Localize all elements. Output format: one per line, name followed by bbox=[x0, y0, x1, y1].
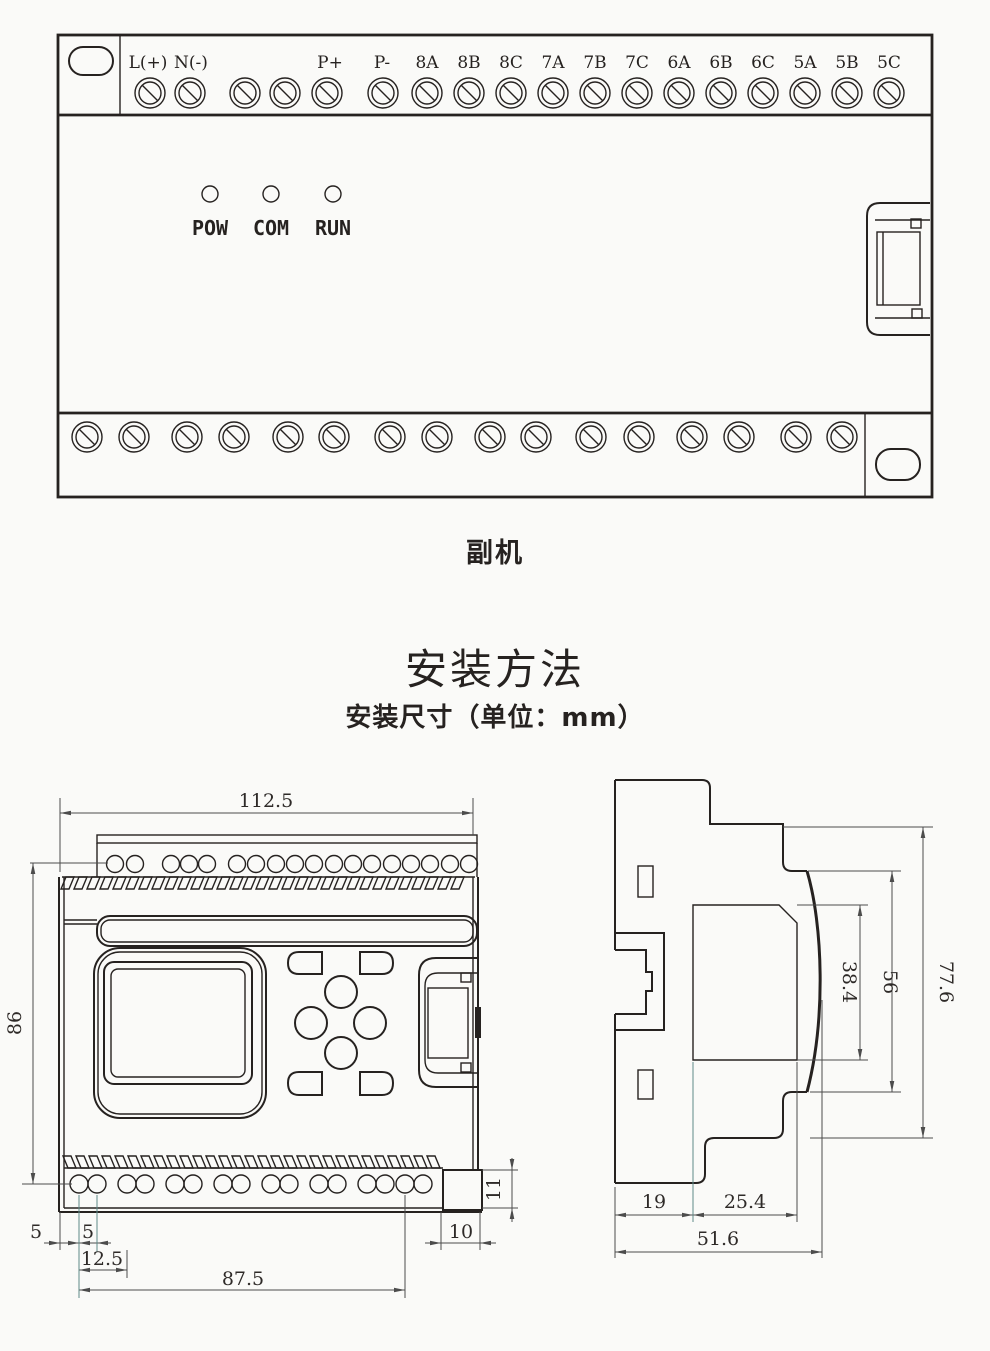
terminal-label: P- bbox=[374, 53, 390, 73]
com-led-icon bbox=[262, 185, 280, 203]
top-terminal-labels: L(+) N(-) P+ P- 8A 8B 8C 7A 7B 7C 6A 6B 6C 5A 5B 5C bbox=[129, 53, 901, 73]
dim-front-width: 112.5 bbox=[239, 790, 293, 812]
dim-side-body-depth: 25.4 bbox=[724, 1191, 766, 1213]
terminal-label: 5C bbox=[877, 53, 901, 73]
front-view bbox=[58, 834, 483, 1213]
dimension-texts: 112.5 86 5 5 12.5 87.5 10 11 19 25.4 51.… bbox=[4, 790, 957, 1290]
mounting-hole-bottom-right bbox=[875, 448, 921, 481]
terminal-label: 6B bbox=[709, 53, 732, 73]
top-terminal-screws bbox=[134, 77, 905, 109]
din-clip-housing bbox=[615, 932, 665, 1031]
device-caption: 副机 bbox=[466, 538, 524, 569]
dimension-lines bbox=[22, 798, 933, 1298]
led-label: RUN bbox=[315, 216, 351, 240]
terminal-label: P+ bbox=[317, 53, 343, 73]
terminal-label: L(+) bbox=[129, 53, 168, 73]
connector-latch bbox=[475, 1007, 481, 1038]
side-profile-top bbox=[615, 779, 807, 872]
section-subtitle: 安装尺寸（单位：mm） bbox=[345, 703, 645, 733]
front-top-terminal-holes bbox=[105, 854, 479, 874]
key-bottom-left bbox=[286, 1071, 323, 1096]
status-leds: POW COM RUN bbox=[192, 185, 351, 240]
top-panel-view: L(+) N(-) P+ P- 8A 8B 8C 7A 7B 7C 6A 6B 6C 5A 5B 5C POW… bbox=[56, 33, 934, 499]
terminal-label: 8A bbox=[415, 53, 439, 73]
expansion-port bbox=[866, 202, 930, 336]
front-top-vent-serration bbox=[59, 876, 475, 890]
dim-side-mid-height: 56 bbox=[879, 970, 901, 994]
side-profile-bottom bbox=[615, 1091, 807, 1184]
dim-side-total-depth: 51.6 bbox=[697, 1228, 739, 1250]
dim-front-foot-width: 10 bbox=[449, 1221, 473, 1243]
terminal-label: 7B bbox=[583, 53, 606, 73]
terminal-label: 5A bbox=[793, 53, 817, 73]
side-detail-lower bbox=[637, 1069, 654, 1100]
terminal-label: 7C bbox=[625, 53, 649, 73]
mounting-hole-top-left bbox=[68, 46, 114, 76]
side-front-face-curve bbox=[805, 870, 822, 1093]
side-view bbox=[614, 779, 822, 1184]
front-top-flange bbox=[96, 834, 478, 844]
terminal-label: 8B bbox=[457, 53, 480, 73]
lcd-window bbox=[103, 961, 253, 1085]
front-bottom-vent-serration bbox=[61, 1155, 443, 1169]
din-foot bbox=[442, 1169, 483, 1211]
key-left bbox=[294, 1006, 328, 1040]
dim-front-span: 87.5 bbox=[222, 1268, 264, 1290]
device-outline bbox=[56, 33, 934, 499]
front-bottom-terminal-holes bbox=[69, 1174, 433, 1194]
dim-side-face-height: 38.4 bbox=[838, 961, 860, 1003]
terminal-label: 6A bbox=[667, 53, 691, 73]
terminal-label: 6C bbox=[751, 53, 775, 73]
front-upper-cover bbox=[64, 915, 478, 947]
din-rail-slot bbox=[615, 949, 653, 1015]
led-label: POW bbox=[192, 216, 229, 240]
key-down bbox=[324, 1036, 358, 1070]
section-title: 安装方法 bbox=[404, 645, 585, 694]
key-up bbox=[324, 975, 358, 1009]
led-label: COM bbox=[253, 216, 289, 240]
run-led-icon bbox=[324, 185, 342, 203]
key-top-right bbox=[359, 951, 395, 975]
key-top-left bbox=[286, 951, 323, 975]
dim-side-rear-depth: 19 bbox=[642, 1191, 666, 1213]
terminal-label: 5B bbox=[835, 53, 858, 73]
side-detail-upper bbox=[637, 865, 654, 898]
dim-side-total-height: 77.6 bbox=[935, 961, 957, 1003]
terminal-label: 8C bbox=[499, 53, 523, 73]
front-expansion-connector bbox=[418, 957, 481, 1088]
dim-front-foot-height: 11 bbox=[483, 1177, 505, 1201]
key-right bbox=[353, 1006, 387, 1040]
side-body-block bbox=[692, 904, 798, 1061]
terminal-label: 7A bbox=[541, 53, 565, 73]
front-face-panel bbox=[93, 947, 267, 1119]
key-bottom-right bbox=[359, 1071, 395, 1096]
dim-front-pitch-edge: 5 bbox=[30, 1221, 42, 1243]
bottom-terminal-screws bbox=[71, 421, 858, 453]
dim-front-pitch-group: 12.5 bbox=[81, 1248, 123, 1270]
dim-front-pitch-hole: 5 bbox=[82, 1221, 94, 1243]
dim-front-height: 86 bbox=[4, 1011, 26, 1035]
keypad bbox=[286, 951, 395, 1096]
pow-led-icon bbox=[201, 185, 219, 203]
terminal-label: N(-) bbox=[174, 53, 208, 73]
